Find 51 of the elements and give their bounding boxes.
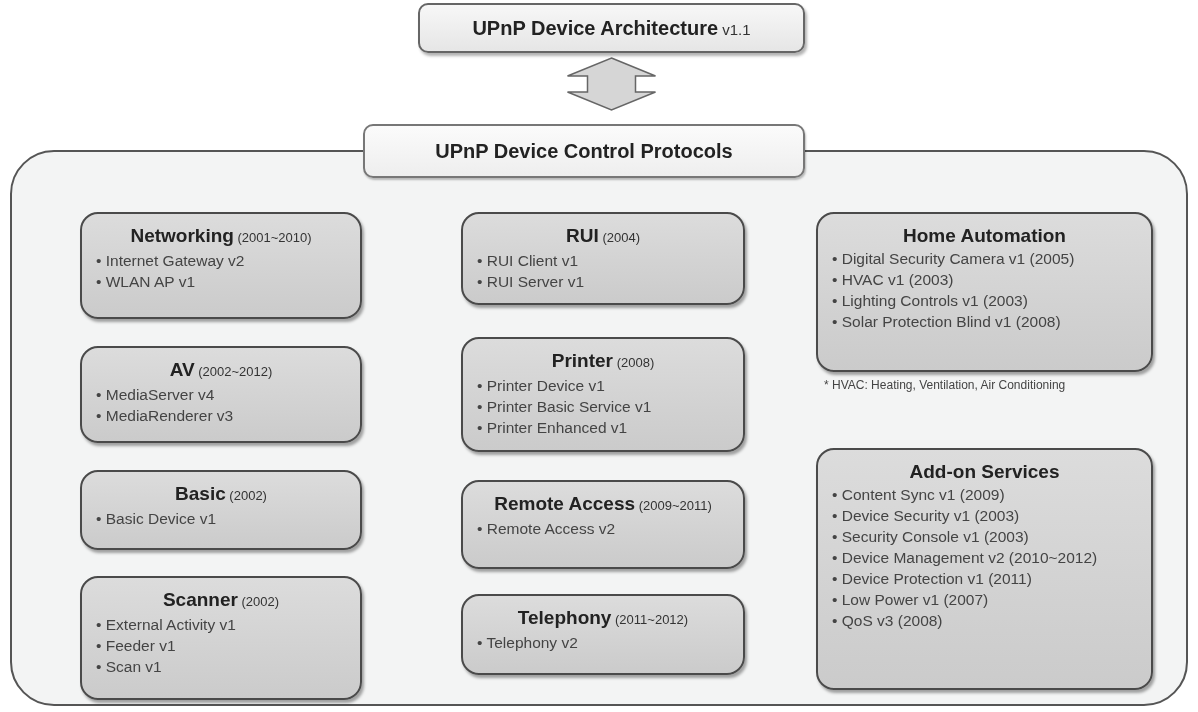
heading: UPnP Device Architecture v1.1 <box>472 16 751 41</box>
category-box <box>461 594 745 675</box>
list-item: • Feeder v1 <box>96 636 177 656</box>
category-box <box>461 212 745 305</box>
list-item: • Printer Enhanced v1 <box>477 418 629 438</box>
list-item: • Remote Access v2 <box>477 519 616 539</box>
heading: Printer (2008) <box>551 349 655 373</box>
list-item: • RUI Server v1 <box>477 272 585 292</box>
list-item: • Device Management v2 (2010~2012) <box>832 548 1098 568</box>
heading: Scanner (2002) <box>162 588 280 612</box>
list-item: • MediaServer v4 <box>96 385 216 405</box>
list-item: • Device Protection v1 (2011) <box>832 569 1033 589</box>
heading: AV (2002~2012) <box>169 358 273 382</box>
category-box <box>816 212 1153 372</box>
category-box <box>816 448 1153 690</box>
list-item: • Internet Gateway v2 <box>96 251 245 271</box>
heading: UPnP Device Control Protocols <box>435 139 733 164</box>
heading: Home Automation <box>903 224 1066 248</box>
list-item: • HVAC v1 (2003) <box>832 270 955 290</box>
category-box <box>461 480 745 569</box>
list-item: • Content Sync v1 (2009) <box>832 485 1006 505</box>
category-box <box>80 576 362 700</box>
list-item: • Low Power v1 (2007) <box>832 590 990 610</box>
list-item: • Telephony v2 <box>477 633 578 653</box>
category-box <box>461 337 745 452</box>
heading: RUI (2004) <box>566 224 640 248</box>
category-box <box>80 470 362 550</box>
category-box <box>80 346 362 443</box>
list-item: • Scan v1 <box>96 657 163 677</box>
list-item: • MediaRenderer v3 <box>96 406 234 426</box>
list-item: • Basic Device v1 <box>96 509 216 529</box>
heading: Networking (2001~2010) <box>130 224 312 248</box>
double-arrow <box>566 57 657 111</box>
list-item: • External Activity v1 <box>96 615 236 635</box>
heading: Remote Access (2009~2011) <box>494 492 712 516</box>
category-box <box>80 212 362 319</box>
title-box <box>418 3 805 53</box>
list-item: • Security Console v1 (2003) <box>832 527 1030 547</box>
heading: Basic (2002) <box>175 482 267 506</box>
footnote: * HVAC: Heating, Ventilation, Air Conditioning <box>824 377 1066 394</box>
list-item: • Solar Protection Blind v1 (2008) <box>832 312 1062 332</box>
list-item: • Printer Device v1 <box>477 376 606 396</box>
heading: Add-on Services <box>909 460 1060 484</box>
list-item: • Printer Basic Service v1 <box>477 397 652 417</box>
list-item: • Digital Security Camera v1 (2005) <box>832 249 1075 269</box>
list-item: • QoS v3 (2008) <box>832 611 944 631</box>
list-item: • Lighting Controls v1 (2003) <box>832 291 1029 311</box>
heading: Telephony (2011~2012) <box>517 606 689 630</box>
list-item: • Device Security v1 (2003) <box>832 506 1021 526</box>
list-item: • WLAN AP v1 <box>96 272 197 292</box>
list-item: • RUI Client v1 <box>477 251 580 271</box>
